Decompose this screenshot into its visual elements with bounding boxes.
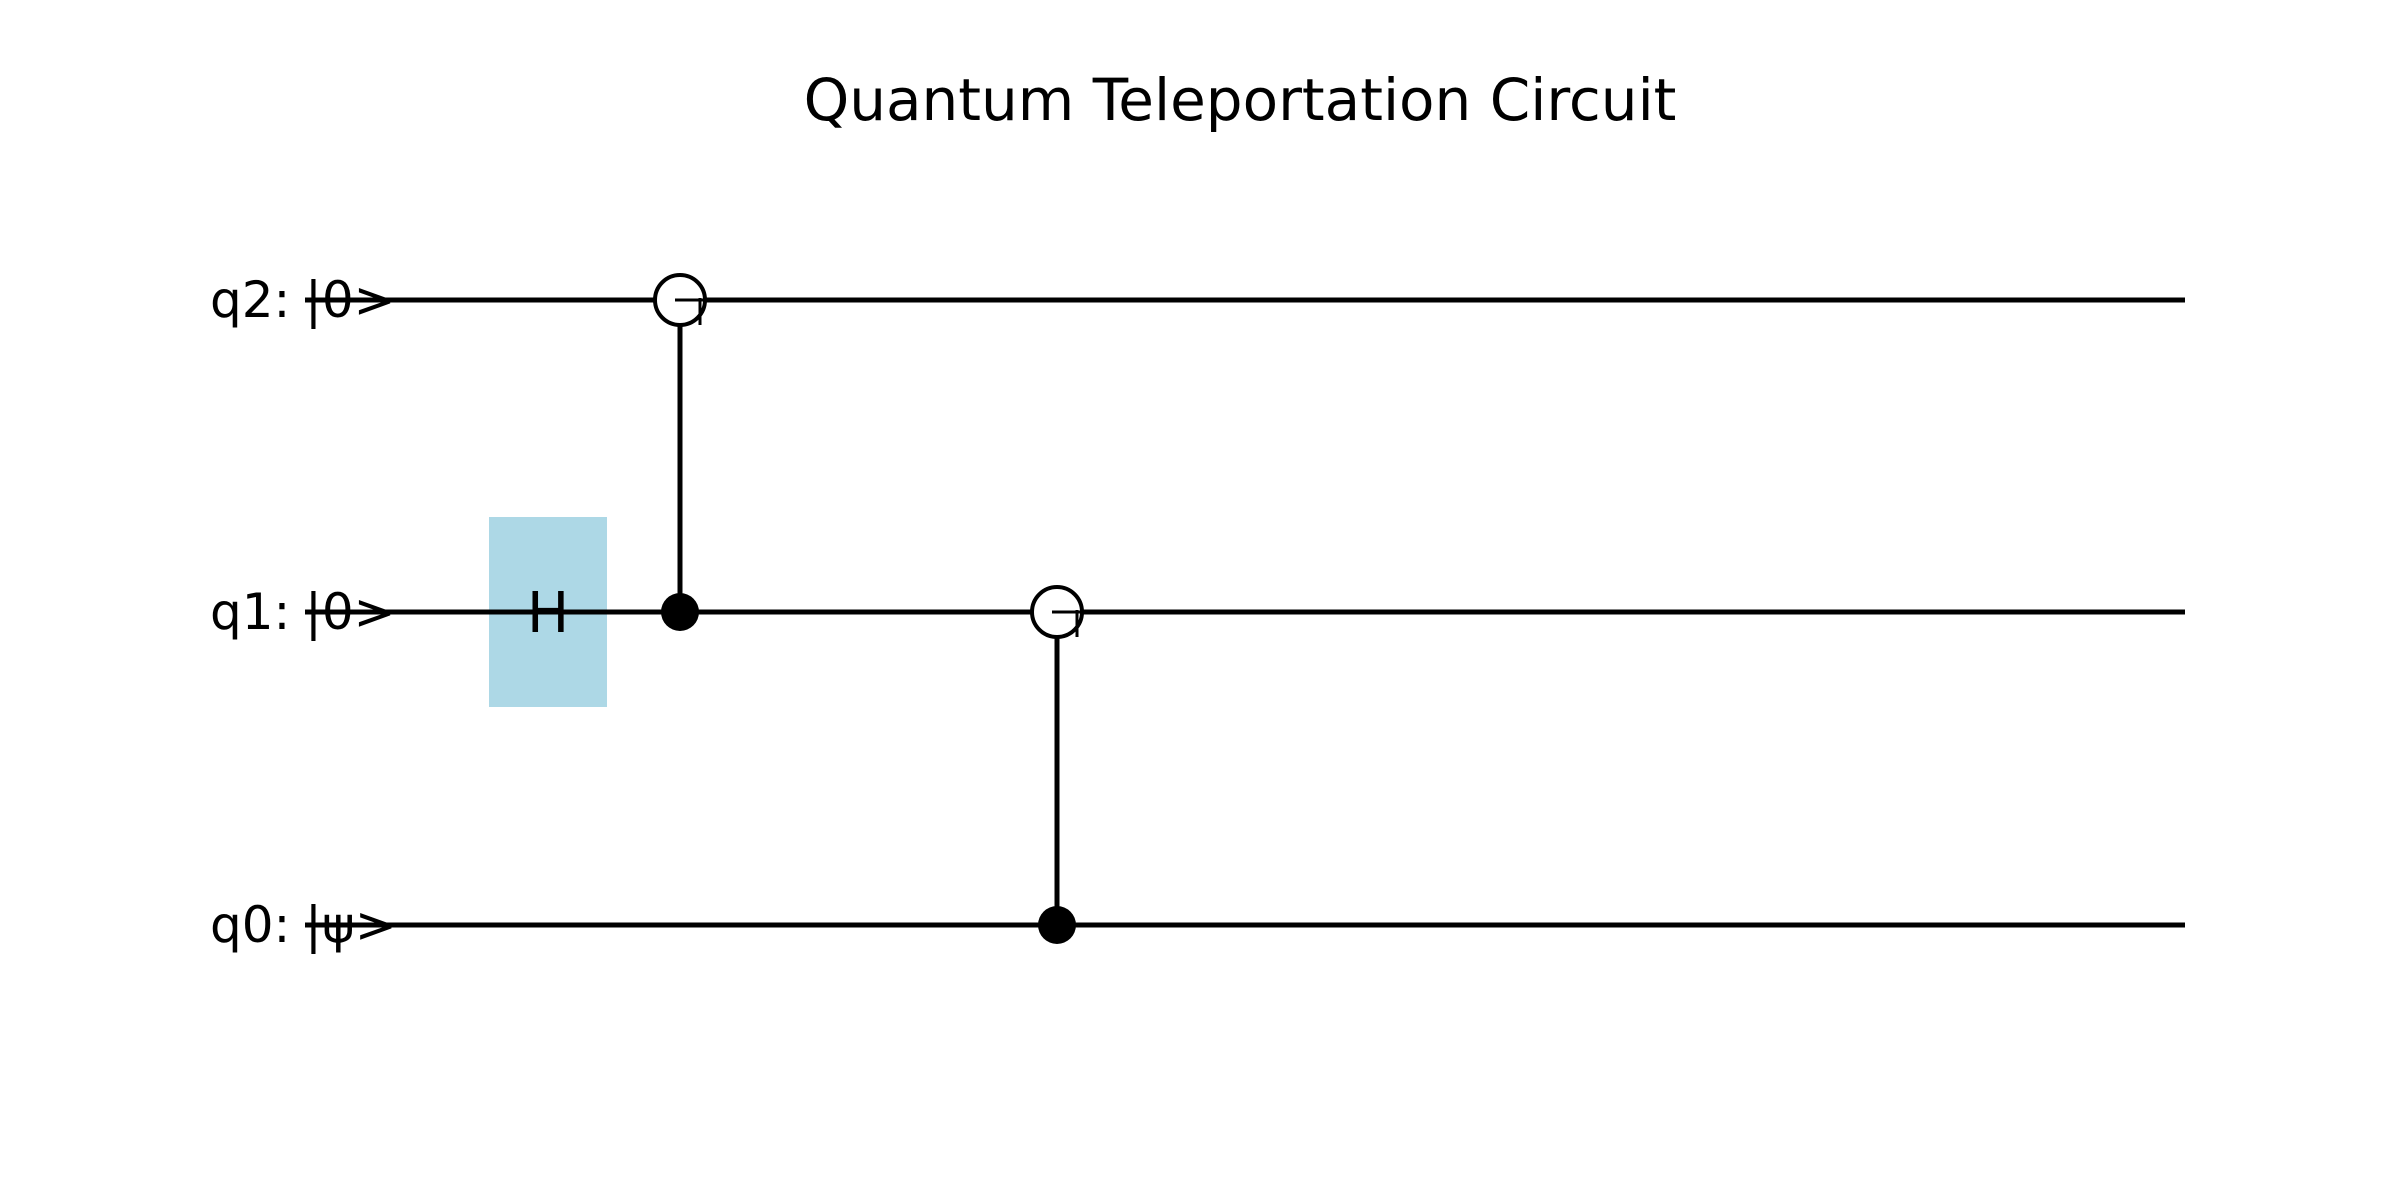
wires-layer: q2: |0> q1: |0> q0: |ψ>: [210, 271, 2185, 954]
qubit-state-q0: |ψ>: [305, 896, 397, 954]
h-gate: H: [489, 517, 607, 707]
cnot-control-dot: [1038, 906, 1076, 944]
qubit-label-q2: q2:: [210, 271, 290, 329]
qubit-state-q1: |0>: [305, 583, 396, 641]
h-gate-label: H: [527, 581, 569, 646]
qubit-label-q1: q1:: [210, 583, 290, 641]
gates-layer: H: [489, 273, 1084, 944]
qubit-label-q0: q0:: [210, 896, 290, 954]
cnot-gate-2: [1030, 585, 1084, 944]
cnot-gate-1: [653, 273, 707, 631]
diagram-title: Quantum Teleportation Circuit: [804, 66, 1677, 134]
qubit-state-q2: |0>: [305, 271, 396, 329]
cnot-control-dot: [661, 593, 699, 631]
